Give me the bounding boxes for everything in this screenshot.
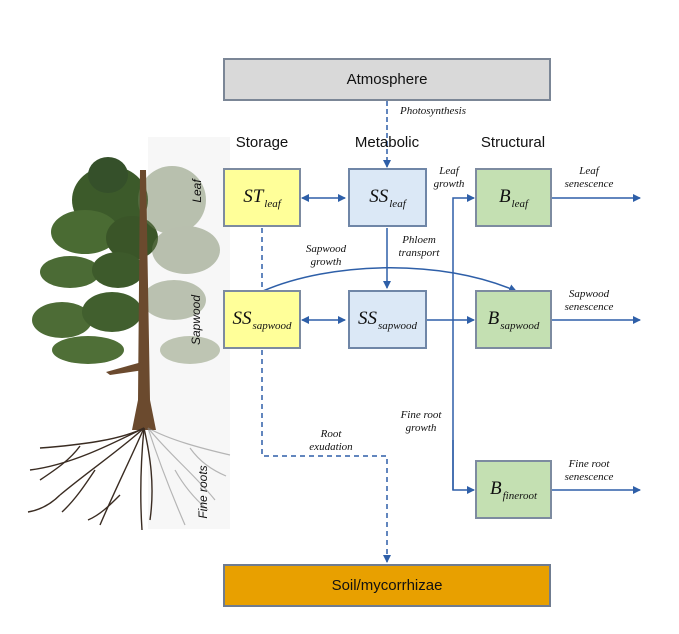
arrow-leaf-growth [452,194,475,490]
tree-canopy [32,157,158,364]
flow-label-phloem-transport: Phloem transport [398,234,440,259]
soil-box: Soil/mycorrhizae [223,564,551,607]
flow-label-photosynthesis: Photosynthesis [400,105,466,117]
atmosphere-label: Atmosphere [346,71,428,88]
flow-label-fine-root-senescence: Fine root senescence [564,458,614,483]
ss-leaf-box: SSleaf [348,168,427,227]
st-leaf-label: STleaf [243,185,281,210]
ss-sapwood-storage-label: SSsapwood [232,307,292,332]
b-fineroot-label: Bfineroot [489,477,538,502]
st-leaf-box: STleaf [223,168,301,227]
b-sapwood-label: Bsapwood [487,307,540,332]
column-header-storage: Storage [235,134,289,151]
column-header-structural: Structural [480,134,546,151]
tree-faded-half [148,137,230,529]
ss-leaf-label: SSleaf [369,185,406,210]
b-fineroot-box: Bfineroot [475,460,552,519]
tree-canopy-faded [138,166,220,364]
flow-label-sapwood-growth: Sapwood growth [305,243,347,268]
atmosphere-box: Atmosphere [223,58,551,101]
arrow-sapwood-growth [262,266,517,292]
flow-label-leaf-senescence: Leaf senescence [564,165,614,190]
b-sapwood-box: Bsapwood [475,290,552,349]
tree-roots [27,427,153,531]
tree-branch [106,362,144,375]
arrow-fine-root-growth [452,440,475,494]
flow-label-sapwood-senescence: Sapwood senescence [564,288,614,313]
b-leaf-box: Bleaf [475,168,552,227]
ss-sapwood-storage-box: SSsapwood [223,290,301,349]
flow-label-leaf-growth: Leaf growth [433,165,465,190]
column-header-metabolic: Metabolic [354,134,420,151]
ss-sapwood-metabolic-label: SSsapwood [357,307,418,332]
soil-label: Soil/mycorrhizae [331,577,443,594]
ss-sapwood-metabolic-box: SSsapwood [348,290,427,349]
tree-roots-faded [147,427,231,526]
flow-label-fine-root-growth: Fine root growth [400,409,442,434]
b-leaf-label: Bleaf [498,185,529,210]
arrow-root-exudation [261,350,391,563]
flow-label-root-exudation: Root exudation [309,428,353,453]
tree-trunk [132,170,156,430]
